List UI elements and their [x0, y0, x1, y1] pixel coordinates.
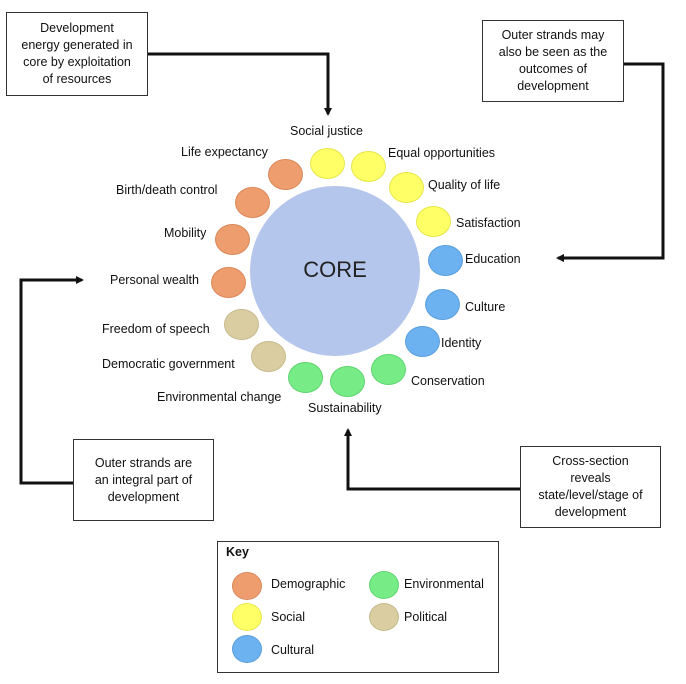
label-conservation: Conservation	[411, 374, 485, 388]
label-life-expectancy: Life expectancy	[181, 145, 268, 159]
arrow-bottom-left	[19, 276, 84, 485]
arrow-top-right	[556, 62, 665, 262]
label-culture: Culture	[465, 300, 506, 314]
legend-key: Key Demographic Social Cultural Environm…	[217, 541, 499, 673]
strand-dot-democratic-government	[251, 341, 286, 372]
note-integral-part: Outer strands are an integral part of de…	[73, 439, 214, 521]
label-identity: Identity	[441, 336, 482, 350]
legend-dot-cultural	[232, 635, 262, 663]
strand-dot-satisfaction	[416, 206, 451, 237]
strand-dot-personal-wealth	[211, 267, 246, 298]
legend-label-demographic: Demographic	[271, 577, 346, 591]
core-circle	[250, 186, 420, 356]
strand-dot-culture	[425, 289, 460, 320]
strand-dot-identity	[405, 326, 440, 357]
label-sustainability: Sustainability	[308, 401, 382, 415]
label-education: Education	[465, 252, 521, 266]
label-quality-of-life: Quality of life	[428, 178, 501, 192]
legend-label-political: Political	[404, 610, 448, 624]
strand-dot-social-justice	[310, 148, 345, 179]
label-personal-wealth: Personal wealth	[110, 273, 199, 287]
strand-dot-freedom-of-speech	[224, 309, 259, 340]
arrow-bottom-right	[344, 428, 520, 491]
label-birth-death-control: Birth/death control	[116, 183, 218, 197]
legend-label-environmental: Environmental	[404, 577, 484, 591]
legend-dot-demographic	[232, 572, 262, 600]
label-equal-opportunities: Equal opportunities	[388, 146, 496, 160]
core-label: CORE	[303, 257, 367, 282]
legend-label-social: Social	[271, 610, 306, 624]
strand-dot-conservation	[371, 354, 406, 385]
label-mobility: Mobility	[164, 226, 207, 240]
strand-dot-education	[428, 245, 463, 276]
legend-dot-social	[232, 603, 262, 631]
label-environmental-change: Environmental change	[157, 390, 282, 404]
strand-dot-environmental-change	[288, 362, 323, 393]
strand-dot-birth-death-control	[235, 187, 270, 218]
strand-dot-life-expectancy	[268, 159, 303, 190]
label-satisfaction: Satisfaction	[456, 216, 521, 230]
arrow-top-left	[148, 52, 332, 116]
strand-dot-equal-opportunities	[351, 151, 386, 182]
legend-label-cultural: Cultural	[271, 643, 315, 657]
legend-title: Key	[226, 545, 249, 559]
strand-dot-sustainability	[330, 366, 365, 397]
label-freedom-of-speech: Freedom of speech	[102, 322, 210, 336]
label-social-justice: Social justice	[290, 124, 363, 138]
label-democratic-government: Democratic government	[102, 357, 235, 371]
note-outcomes-of-development: Outer strands may also be seen as the ou…	[482, 20, 624, 102]
strand-dot-mobility	[215, 224, 250, 255]
note-cross-section: Cross-section reveals state/level/stage …	[520, 446, 661, 528]
note-development-energy: Development energy generated in core by …	[6, 12, 148, 96]
legend-dot-political	[369, 603, 399, 631]
legend-dot-environmental	[369, 571, 399, 599]
strand-dot-quality-of-life	[389, 172, 424, 203]
